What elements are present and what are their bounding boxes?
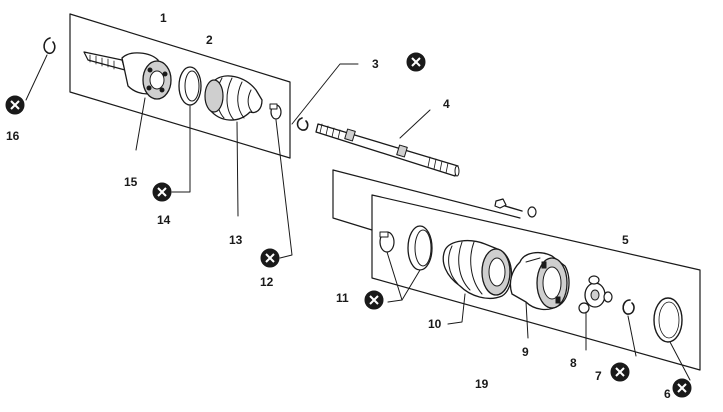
circle-x-icon [610,362,630,382]
inner-boot-clamps [379,225,433,271]
callout-14: 14 [157,213,171,227]
circle-x-icon [364,290,384,310]
callout-6: 6 [664,387,671,401]
callout-7: 7 [595,369,602,383]
callout-11: 11 [336,291,349,305]
callout-13: 13 [229,233,243,247]
drive-shaft [315,123,460,177]
leader-lines [25,54,691,381]
kit-frame-inner-joint [371,194,701,371]
tripod-spider [578,275,613,314]
circlip [296,117,309,131]
end-seal [653,297,683,343]
callout-labels: 1 2 3 4 5 6 7 8 9 10 11 12 13 14 15 16 1… [6,11,671,401]
callout-19: 19 [475,377,489,391]
outer-cv-joint [83,51,172,100]
tripod-housing [509,251,570,311]
shaft-end-circlip [43,37,56,55]
callout-1: 1 [160,11,167,25]
small-boot-clamp [269,103,282,120]
callout-3: 3 [372,57,379,71]
bolt-and-washer [494,198,537,218]
callout-12: 12 [260,275,274,289]
callout-2: 2 [206,33,213,47]
callout-8: 8 [570,356,577,370]
callout-5: 5 [622,233,629,247]
replace-markers [5,52,692,398]
inner-boot [442,239,513,300]
circle-x-icon [260,248,280,268]
callout-4: 4 [443,97,450,111]
kit-frame-inner-outer-line [332,169,373,231]
inner-circlip [622,299,635,315]
callout-16: 16 [6,129,20,143]
circle-x-icon [152,182,172,202]
callout-15: 15 [124,175,138,189]
callout-10: 10 [428,317,442,331]
circle-x-icon [406,52,426,72]
outer-boot-clamp [178,66,202,106]
kit-frame-outer-joint-back [69,13,291,159]
circle-x-icon [672,378,692,398]
kit-frame-outer-joint [69,13,291,159]
outer-boot [204,75,263,121]
circle-x-icon [5,95,25,115]
callout-9: 9 [522,345,529,359]
kit-frame-inner-top-line [332,169,521,219]
